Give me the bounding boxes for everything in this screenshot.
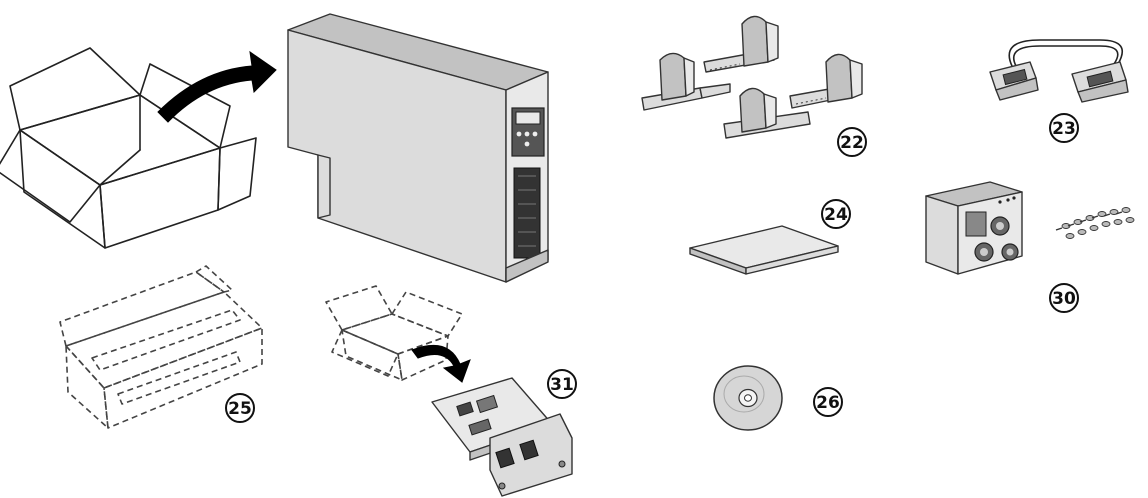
svg-text:24: 24 <box>824 205 848 225</box>
unpack-arrow-icon <box>157 50 277 123</box>
callout-25: 25 <box>225 393 255 423</box>
callout-22: 22 <box>837 127 867 157</box>
serial-cable <box>989 39 1129 103</box>
svg-text:22: 22 <box>840 133 864 153</box>
svg-text:31: 31 <box>550 375 574 395</box>
bypass-module <box>925 181 1023 275</box>
callout-23: 23 <box>1049 113 1079 143</box>
network-card-box <box>325 285 463 381</box>
ups-tower-unit <box>287 13 549 283</box>
callout-30: 30 <box>1049 283 1079 313</box>
svg-text:26: 26 <box>816 393 840 413</box>
cd-rom-disc <box>713 365 783 431</box>
callout-31: 31 <box>547 369 577 399</box>
documentation-booklet <box>689 225 839 275</box>
open-shipping-box <box>0 47 257 249</box>
callout-24: 24 <box>821 199 851 229</box>
network-management-card <box>431 377 573 497</box>
rack-kit-box <box>59 265 263 429</box>
svg-text:25: 25 <box>228 399 252 419</box>
rail-supports <box>641 15 863 139</box>
svg-text:23: 23 <box>1052 119 1076 139</box>
callout-26: 26 <box>813 387 843 417</box>
svg-text:30: 30 <box>1052 289 1076 309</box>
insert-arrow-icon <box>411 344 471 383</box>
mounting-screws <box>1055 207 1135 239</box>
